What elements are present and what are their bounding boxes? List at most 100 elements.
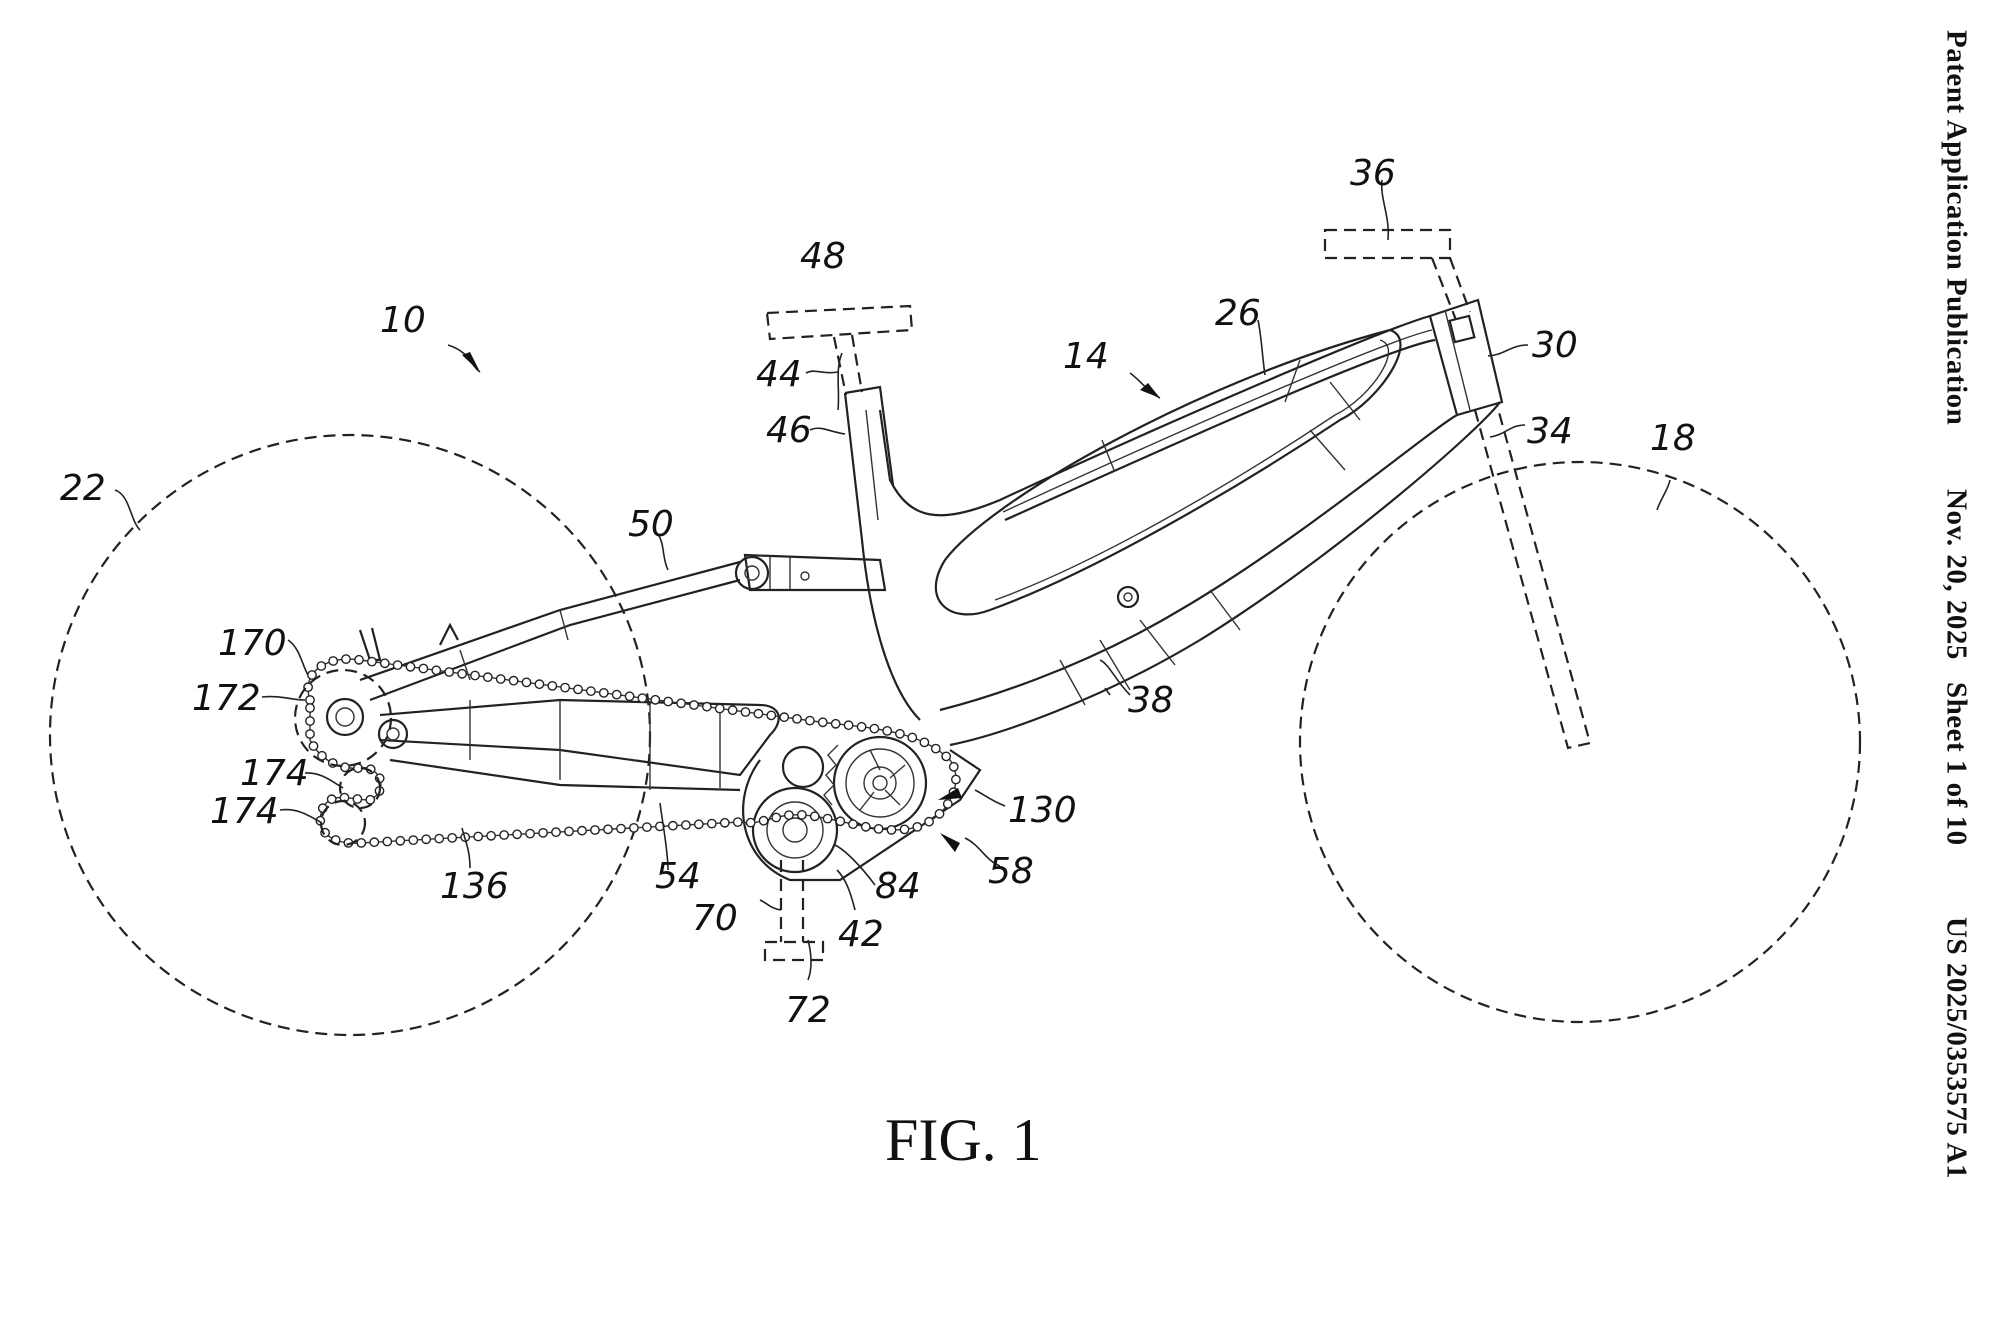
chain-link bbox=[603, 824, 613, 835]
chain-link bbox=[303, 682, 313, 693]
chain-link bbox=[328, 656, 339, 666]
reference-labels: 10 14 18 22 26 30 34 36 38 42 44 46 48 5… bbox=[60, 153, 1696, 1031]
chain-link bbox=[951, 774, 961, 785]
ref-10: 10 bbox=[380, 300, 426, 341]
publication-date: Nov. 20, 2025 bbox=[1940, 489, 1973, 660]
chain-link bbox=[508, 675, 519, 686]
leader-lines bbox=[114, 179, 1671, 981]
chain-link bbox=[598, 688, 609, 698]
chain-link bbox=[882, 726, 893, 736]
chain-link bbox=[431, 665, 442, 676]
chain-link bbox=[912, 822, 923, 832]
sheet-number: Sheet 1 of 10 bbox=[1940, 681, 1973, 846]
chain-link bbox=[624, 691, 635, 702]
chain-link bbox=[637, 693, 648, 703]
chain-link bbox=[495, 674, 506, 684]
ref-136: 136 bbox=[440, 866, 509, 907]
ref-42: 42 bbox=[838, 914, 884, 955]
chain-link bbox=[379, 658, 390, 669]
chain-link bbox=[843, 720, 854, 731]
chain-link bbox=[354, 654, 364, 665]
chain-link bbox=[784, 810, 794, 820]
ref-44: 44 bbox=[756, 354, 802, 395]
saddle-outline bbox=[765, 304, 914, 396]
publication-number: US 2025/0353575 A1 bbox=[1940, 916, 1973, 1179]
chain-link bbox=[564, 826, 574, 837]
chain-link bbox=[473, 831, 484, 842]
chain-link bbox=[676, 698, 686, 709]
front-wheel-outline bbox=[1298, 460, 1862, 1024]
chain-link bbox=[629, 823, 639, 833]
chain-link bbox=[941, 751, 952, 762]
chain-link bbox=[668, 820, 678, 831]
chain-link bbox=[611, 689, 622, 700]
chain-link bbox=[352, 794, 363, 804]
chain-link bbox=[418, 663, 429, 674]
ref-18: 18 bbox=[1650, 418, 1696, 459]
ref-38: 38 bbox=[1128, 680, 1174, 721]
chain-link bbox=[538, 828, 548, 838]
publication-header: Patent Application Publication Nov. 20, … bbox=[1926, 0, 1986, 1334]
chain-link bbox=[326, 794, 337, 805]
chain-link bbox=[727, 705, 738, 716]
ref-72: 72 bbox=[785, 990, 831, 1031]
chain-link bbox=[758, 815, 769, 826]
chain-link bbox=[366, 656, 377, 667]
frame-outline bbox=[325, 298, 1504, 882]
chain-link bbox=[934, 808, 945, 819]
chain-link bbox=[663, 696, 674, 707]
chain-link bbox=[719, 817, 730, 828]
chain-link bbox=[392, 660, 403, 670]
chain-link bbox=[860, 821, 871, 832]
chain-link bbox=[848, 819, 858, 830]
publication-type: Patent Application Publication bbox=[1940, 30, 1973, 426]
chain-link bbox=[482, 672, 493, 683]
ref-34: 34 bbox=[1527, 411, 1573, 452]
chain-link bbox=[395, 835, 406, 846]
chain-link bbox=[942, 799, 953, 809]
chain-link bbox=[305, 716, 315, 726]
chain-link bbox=[499, 830, 509, 840]
chain-link bbox=[434, 833, 445, 844]
idler-upper-outline bbox=[338, 766, 382, 810]
chain-link bbox=[512, 829, 522, 840]
chain-link bbox=[616, 823, 626, 834]
chain-link bbox=[534, 679, 545, 690]
chain-link bbox=[457, 668, 467, 679]
chain-link bbox=[447, 833, 458, 843]
ref-174-upper: 174 bbox=[240, 753, 309, 794]
chain-link bbox=[486, 830, 496, 841]
ref-170: 170 bbox=[218, 623, 287, 664]
chain-link bbox=[797, 810, 807, 820]
chain-link bbox=[560, 682, 570, 693]
chain-link bbox=[590, 825, 600, 835]
figure-caption: FIG. 1 bbox=[885, 1107, 1042, 1173]
ref-172: 172 bbox=[192, 678, 261, 719]
chain-link bbox=[421, 834, 432, 845]
arrow-14-icon bbox=[1140, 383, 1160, 398]
chain-link bbox=[830, 718, 841, 729]
chain-link bbox=[714, 703, 725, 714]
chain-link bbox=[681, 820, 691, 830]
rear-sprocket-outline bbox=[293, 668, 393, 768]
chain-link bbox=[382, 836, 393, 847]
chain-link bbox=[856, 721, 867, 732]
chain-link bbox=[551, 827, 561, 838]
chain-link bbox=[308, 741, 319, 751]
chain-link bbox=[693, 819, 704, 830]
chain-link bbox=[740, 707, 751, 717]
ref-50: 50 bbox=[628, 504, 674, 545]
chain-link bbox=[586, 686, 596, 696]
chain-link bbox=[792, 714, 802, 724]
chain-link bbox=[771, 812, 782, 823]
chain-link bbox=[706, 818, 717, 829]
chain-link bbox=[405, 661, 416, 672]
chain-link bbox=[869, 723, 880, 734]
ref-36: 36 bbox=[1350, 153, 1396, 194]
chain-link bbox=[340, 762, 350, 773]
ref-130: 130 bbox=[1008, 790, 1077, 831]
ref-70: 70 bbox=[692, 898, 738, 939]
chain-link bbox=[809, 811, 820, 822]
chain-link bbox=[702, 701, 712, 712]
